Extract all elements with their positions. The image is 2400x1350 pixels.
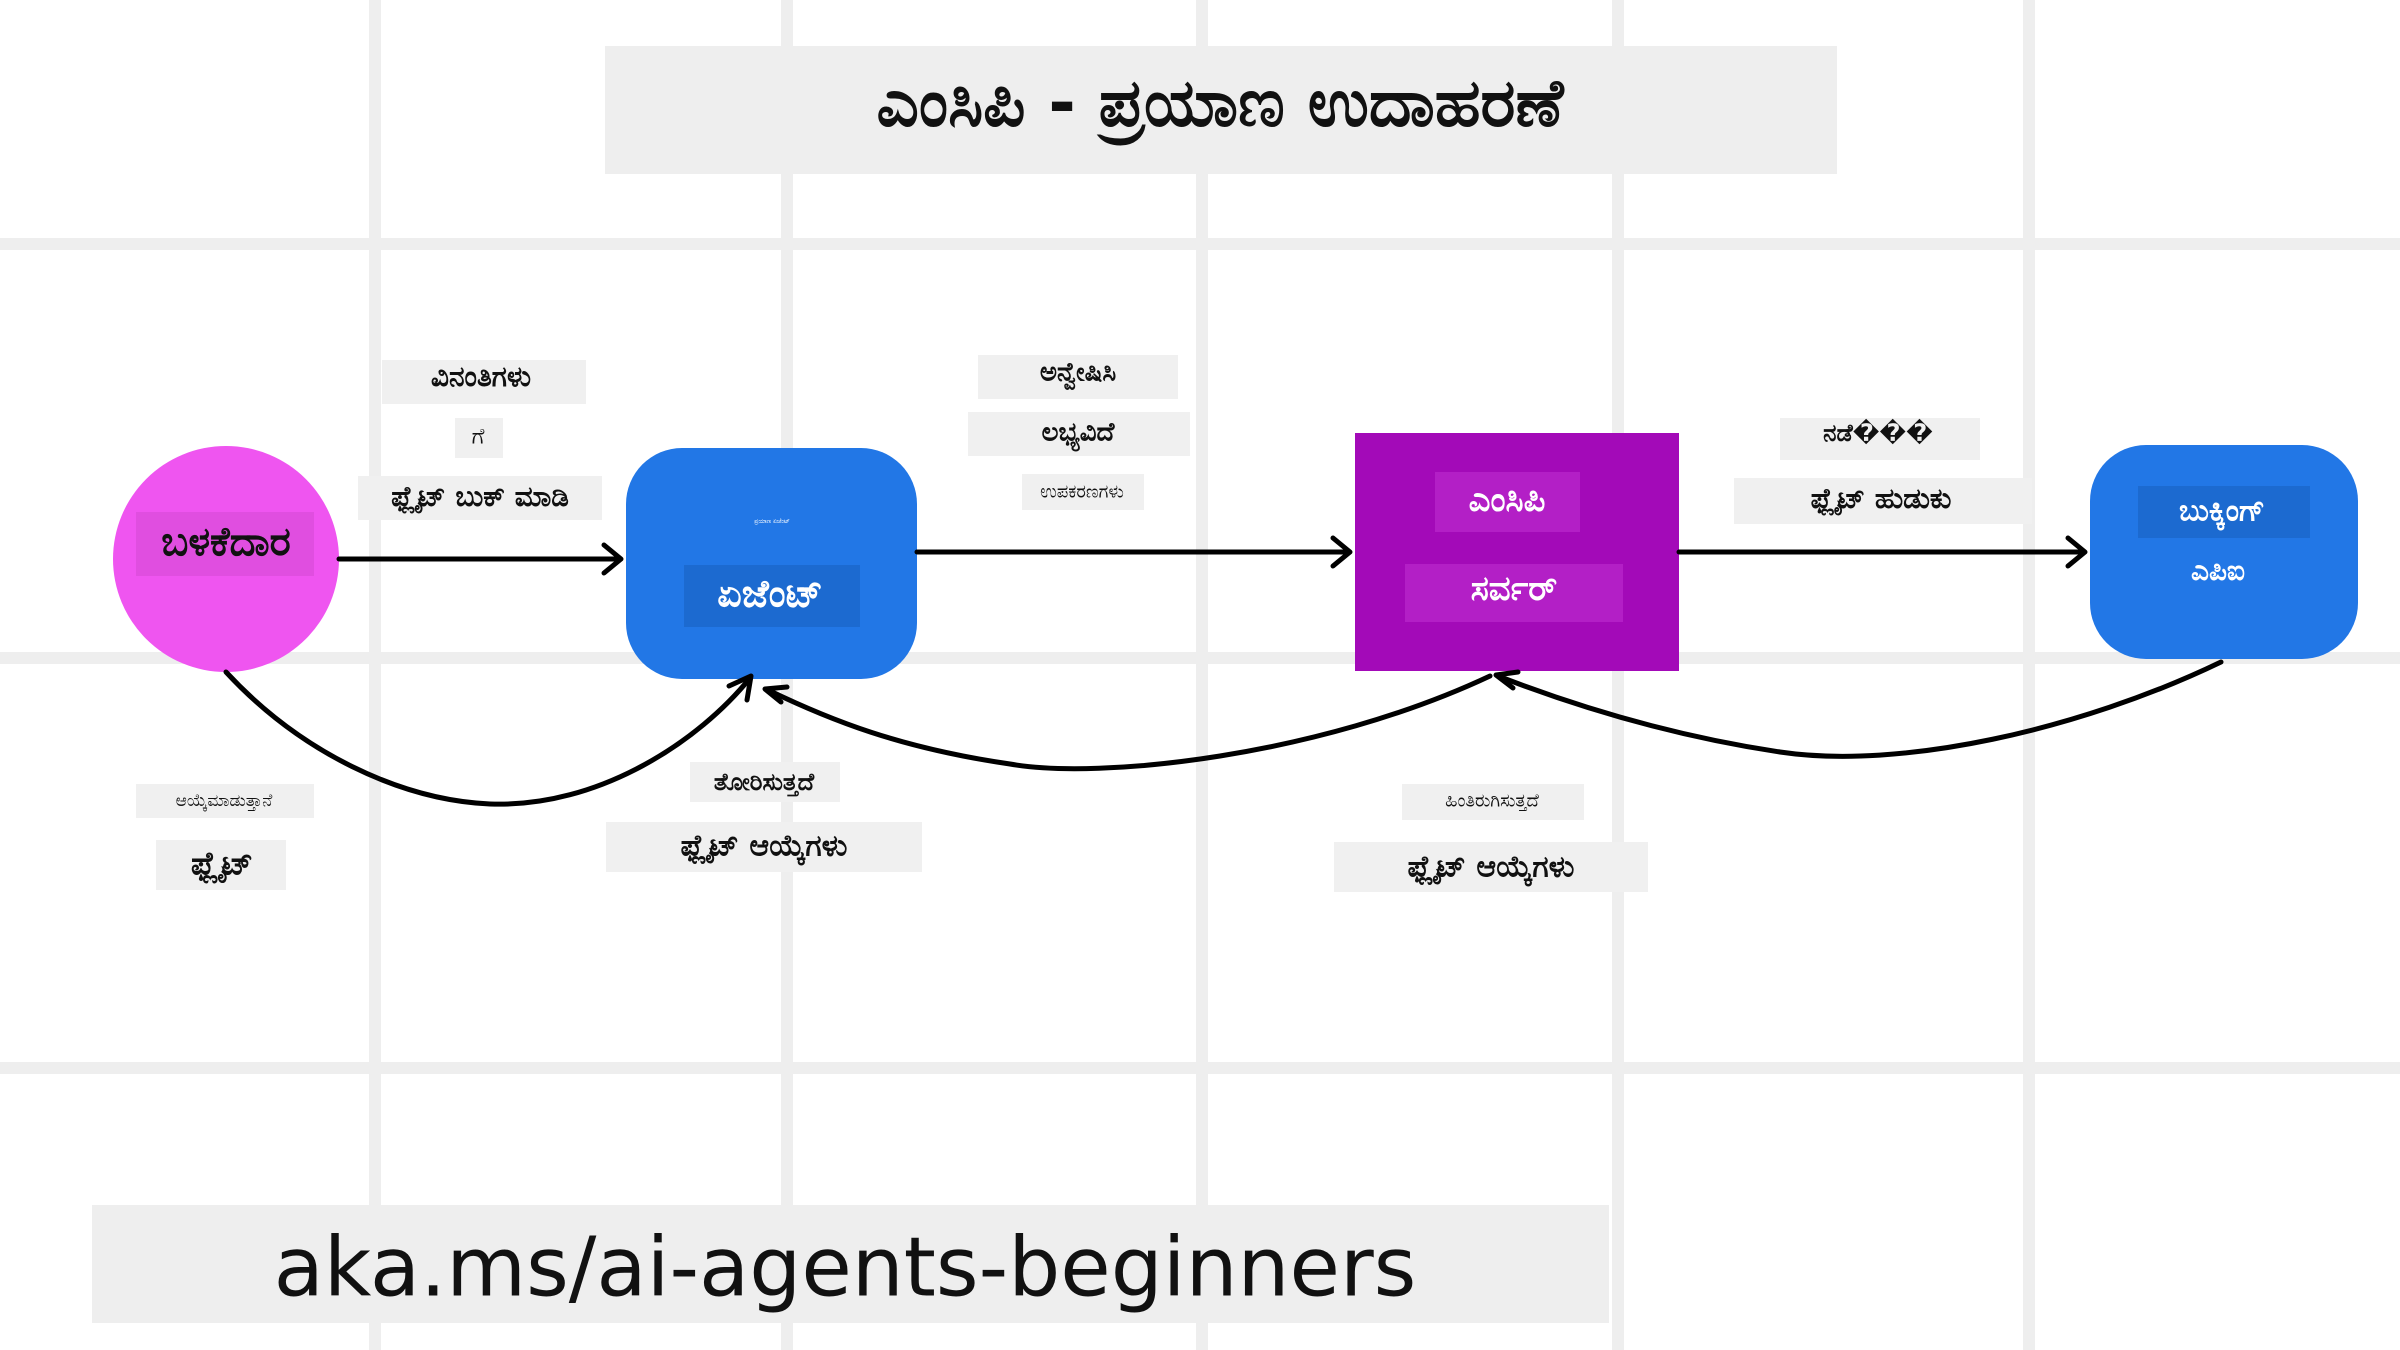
edge-label-bg [690, 762, 840, 802]
arrowhead [1330, 535, 1353, 569]
user-node-label: ಬಳಕೆದಾರ [161, 519, 291, 565]
grid-line [0, 1062, 2400, 1074]
edge-label-bg [968, 412, 1190, 456]
edge-label-bg [156, 840, 286, 890]
grid-line [369, 0, 381, 1350]
booking-api-node [2090, 445, 2358, 659]
grid-line [0, 238, 2400, 250]
arrowhead [726, 673, 754, 703]
grid-line [1612, 0, 1624, 1350]
footer-link[interactable]: aka.ms/ai-agents-beginners [273, 1220, 1417, 1316]
diagram-title: ಎಂಸಿಪಿ - ಪ್ರಯಾಣ ಉದಾಹರಣೆ [876, 64, 1564, 142]
edge-label-bg [1780, 418, 1980, 460]
user-label-bg [136, 512, 314, 576]
api-node-label-line1: ಬುಕ್ಕಿಂಗ್ [2179, 493, 2265, 529]
edge-label-server-to-api: ನಡೆ��� [1823, 419, 1933, 447]
title-banner [605, 46, 1837, 174]
api-node-label-line2: ಎಪಿಐ [2190, 554, 2246, 587]
arrow-server-to-agent [765, 673, 1493, 772]
edge-label-bg [382, 360, 586, 404]
edge-label-bg [978, 355, 1178, 399]
edge-label-server-to-agent: ತೋರಿಸುತ್ತದೆ [713, 768, 815, 796]
edge-label-bg [1022, 474, 1144, 510]
edge-label-bg [606, 822, 922, 872]
server-node-label-line1: ಎಂಸಿಪಿ [1468, 480, 1546, 520]
edge-label-agent-to-server: ಲಭ್ಯವಿದೆ [1041, 417, 1115, 448]
edge-label-api-to-server: ಫ್ಲೈಟ್ ಆಯ್ಕೆಗಳು [1407, 849, 1575, 885]
grid-line [0, 652, 2400, 664]
arrowhead [2065, 535, 2088, 569]
edge-label-bg [358, 476, 602, 520]
server-label-bg [1405, 564, 1623, 622]
server-label-bg [1435, 472, 1580, 532]
edge-label-agent-to-server: ಉಪಕರಣಗಳು [1040, 481, 1124, 503]
edge-label-agent-to-user: ಫ್ಲೈಟ್ [190, 844, 254, 883]
edge-label-server-to-api: ಫ್ಲೈಟ್ ಹುಡುಕು [1810, 482, 1952, 515]
agent-label-bg [684, 565, 860, 627]
edge-label-api-to-server: ಹಿಂತಿರುಗಿಸುತ್ತದೆ [1445, 790, 1539, 812]
footer-banner [92, 1205, 1609, 1323]
api-label-bg [2138, 486, 2310, 538]
edge-label-bg [1734, 478, 2032, 524]
edge-label-agent-to-server: ಅನ್ವೇಷಿಸಿ [1039, 357, 1117, 388]
arrowhead [601, 542, 624, 576]
arrowhead [1493, 669, 1521, 691]
agent-node [626, 448, 917, 679]
grid-line [1196, 0, 1208, 1350]
edge-label-bg [1334, 842, 1648, 892]
edge-label-user-to-agent: ವಿನಂತಿಗಳು [430, 360, 532, 393]
agent-node-label: ಏಜೆಂಟ್ [717, 571, 823, 616]
edge-label-bg [136, 784, 314, 818]
edge-label-bg [455, 418, 503, 458]
arrow-agent-to-user [223, 669, 753, 807]
grid-line [2023, 0, 2035, 1350]
arrowhead [762, 684, 790, 705]
arrow-api-to-server [1495, 659, 2224, 759]
edge-label-server-to-agent: ಫ್ಲೈಟ್ ಆಯ್ಕೆಗಳು [680, 828, 848, 864]
edge-label-user-to-agent: ಗೆ [471, 424, 485, 450]
server-node-label-line2: ಸರ್ವರ್ [1470, 569, 1558, 609]
agent-node-small-label: ಪ್ರಯಾಣ ಏಜೆಂಟ್ [754, 518, 790, 525]
edge-label-agent-to-user: ಆಯ್ಕೆಮಾಡುತ್ತಾನೆ [175, 791, 273, 811]
edge-label-user-to-agent: ಫ್ಲೈಟ್ ಬುಕ್ ಮಾಡಿ [391, 480, 569, 513]
edge-label-bg [1402, 784, 1584, 820]
